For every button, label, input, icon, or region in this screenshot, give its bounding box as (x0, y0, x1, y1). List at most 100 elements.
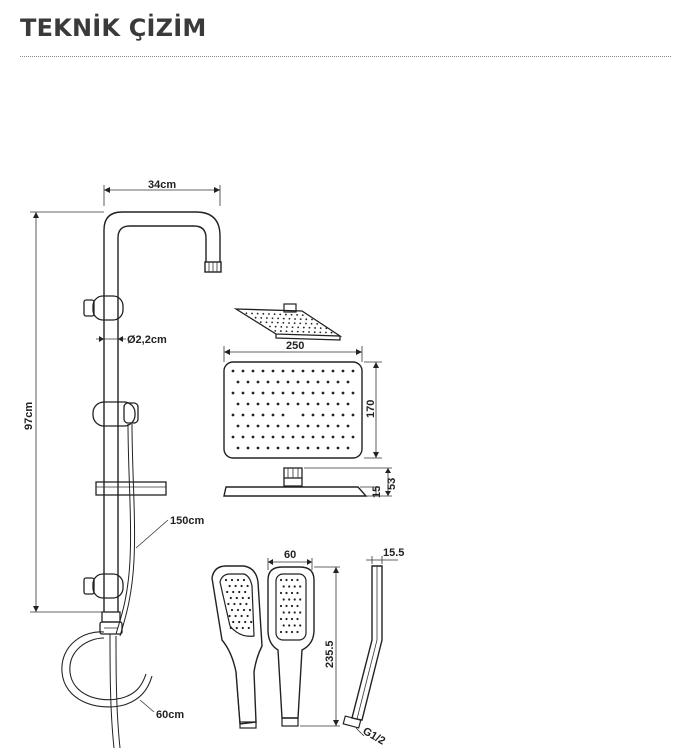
nozzle-hole (238, 620, 241, 624)
nozzle-hole (288, 322, 290, 324)
nozzle-hole (285, 591, 288, 595)
nozzle-hole (279, 330, 282, 332)
nozzle-hole (311, 391, 315, 395)
nozzle-hole (244, 620, 247, 624)
nozzle-hole (299, 318, 302, 321)
nozzle-hole (229, 626, 232, 630)
nozzle-hole (282, 598, 285, 601)
nozzle-hole (288, 585, 291, 588)
hand-shower-holder (92, 401, 139, 427)
shower-head-top-view: 250 170 (223, 340, 382, 459)
nozzle-hole (229, 596, 232, 600)
nozzle-hole (311, 413, 315, 417)
nozzle-hole (301, 413, 305, 417)
nozzle-hole (281, 369, 285, 373)
nozzle-hole (296, 446, 300, 450)
nozzle-hole (306, 424, 310, 428)
nozzle-hole (271, 391, 275, 395)
nozzle-hole (276, 321, 279, 324)
pipe-diameter-label: Ø2,2cm (127, 334, 167, 346)
nozzle-hole (301, 369, 305, 373)
nozzle-hole (296, 380, 300, 384)
nozzle-hole (288, 317, 291, 320)
nozzle-hole (296, 330, 299, 333)
nozzle-hole (246, 402, 250, 406)
nozzle-hole (261, 435, 265, 439)
nozzle-hole (227, 602, 230, 606)
nozzle-hole (256, 312, 259, 315)
nozzle-hole (281, 413, 285, 417)
arm-width-label: 34cm (148, 179, 176, 191)
nozzle-hole (256, 380, 260, 384)
nozzle-hole (230, 608, 234, 612)
nozzle-hole (288, 611, 291, 614)
hand-width-label: 60 (284, 549, 296, 561)
nozzle-hole (231, 369, 235, 373)
nozzle-hole (291, 330, 294, 333)
nozzle-hole (236, 578, 240, 582)
nozzle-hole (291, 391, 295, 395)
nozzle-hole (341, 369, 345, 373)
nozzle-hole (277, 317, 280, 320)
nozzle-hole (286, 424, 290, 428)
nozzle-hole (290, 313, 293, 316)
nozzle-hole (282, 585, 285, 588)
nozzle-hole (230, 578, 234, 582)
nozzle-hole (231, 391, 235, 395)
nozzle-hole (279, 591, 283, 595)
nozzle-hole (246, 614, 249, 618)
nozzle-hole (276, 424, 280, 428)
nozzle-hole (232, 620, 235, 624)
hand-side-thickness-label: 15.5 (383, 547, 404, 559)
nozzle-hole (241, 413, 245, 417)
nozzle-hole (265, 317, 268, 319)
nozzle-hole (238, 590, 241, 594)
hand-shower-front: 60 235.5 (267, 549, 340, 727)
nozzle-hole (296, 402, 300, 406)
nozzle-hole (279, 617, 283, 621)
nozzle-hole (250, 620, 253, 624)
nozzle-hole (285, 617, 288, 621)
nozzle-hole (246, 424, 250, 428)
nozzle-hole (306, 402, 310, 406)
nozzle-hole (336, 446, 340, 450)
nozzle-hole (260, 316, 263, 319)
nozzle-hole (245, 602, 248, 606)
nozzle-hole (276, 402, 280, 406)
nozzle-hole (331, 369, 335, 373)
nozzle-hole (271, 435, 275, 439)
nozzle-hole (271, 369, 275, 373)
nozzle-hole (251, 369, 255, 373)
nozzle-hole (251, 312, 253, 315)
nozzle-hole (291, 326, 294, 329)
nozzle-hole (351, 435, 355, 439)
nozzle-hole (240, 614, 243, 618)
nozzle-hole (330, 331, 333, 334)
nozzle-hole (336, 380, 340, 384)
nozzle-hole (336, 402, 340, 406)
nozzle-hole (284, 313, 287, 316)
nozzle-hole (286, 326, 288, 328)
nozzle-hole (341, 413, 345, 417)
nozzle-hole (235, 626, 238, 630)
nozzle-hole (274, 325, 277, 328)
nozzle-hole (296, 314, 299, 316)
diverter-valve (99, 611, 123, 635)
nozzle-hole (242, 608, 246, 612)
nozzle-hole (316, 424, 320, 428)
nozzle-hole (305, 322, 307, 325)
nozzle-hole (331, 413, 335, 417)
hose-length-label: 150cm (170, 515, 204, 527)
nozzle-hole (236, 380, 240, 384)
nozzle-hole (228, 614, 231, 618)
nozzle-hole (285, 604, 288, 608)
hand-shower-side: 15.5 G1/2 (342, 547, 404, 748)
nozzle-hole (282, 611, 285, 614)
head-total-height-label: 53 (386, 478, 398, 490)
nozzle-hole (234, 584, 237, 588)
nozzle-hole (319, 331, 322, 334)
nozzle-hole (296, 578, 299, 582)
nozzle-hole (244, 590, 247, 594)
nozzle-hole (331, 391, 335, 395)
nozzle-hole (233, 602, 236, 606)
